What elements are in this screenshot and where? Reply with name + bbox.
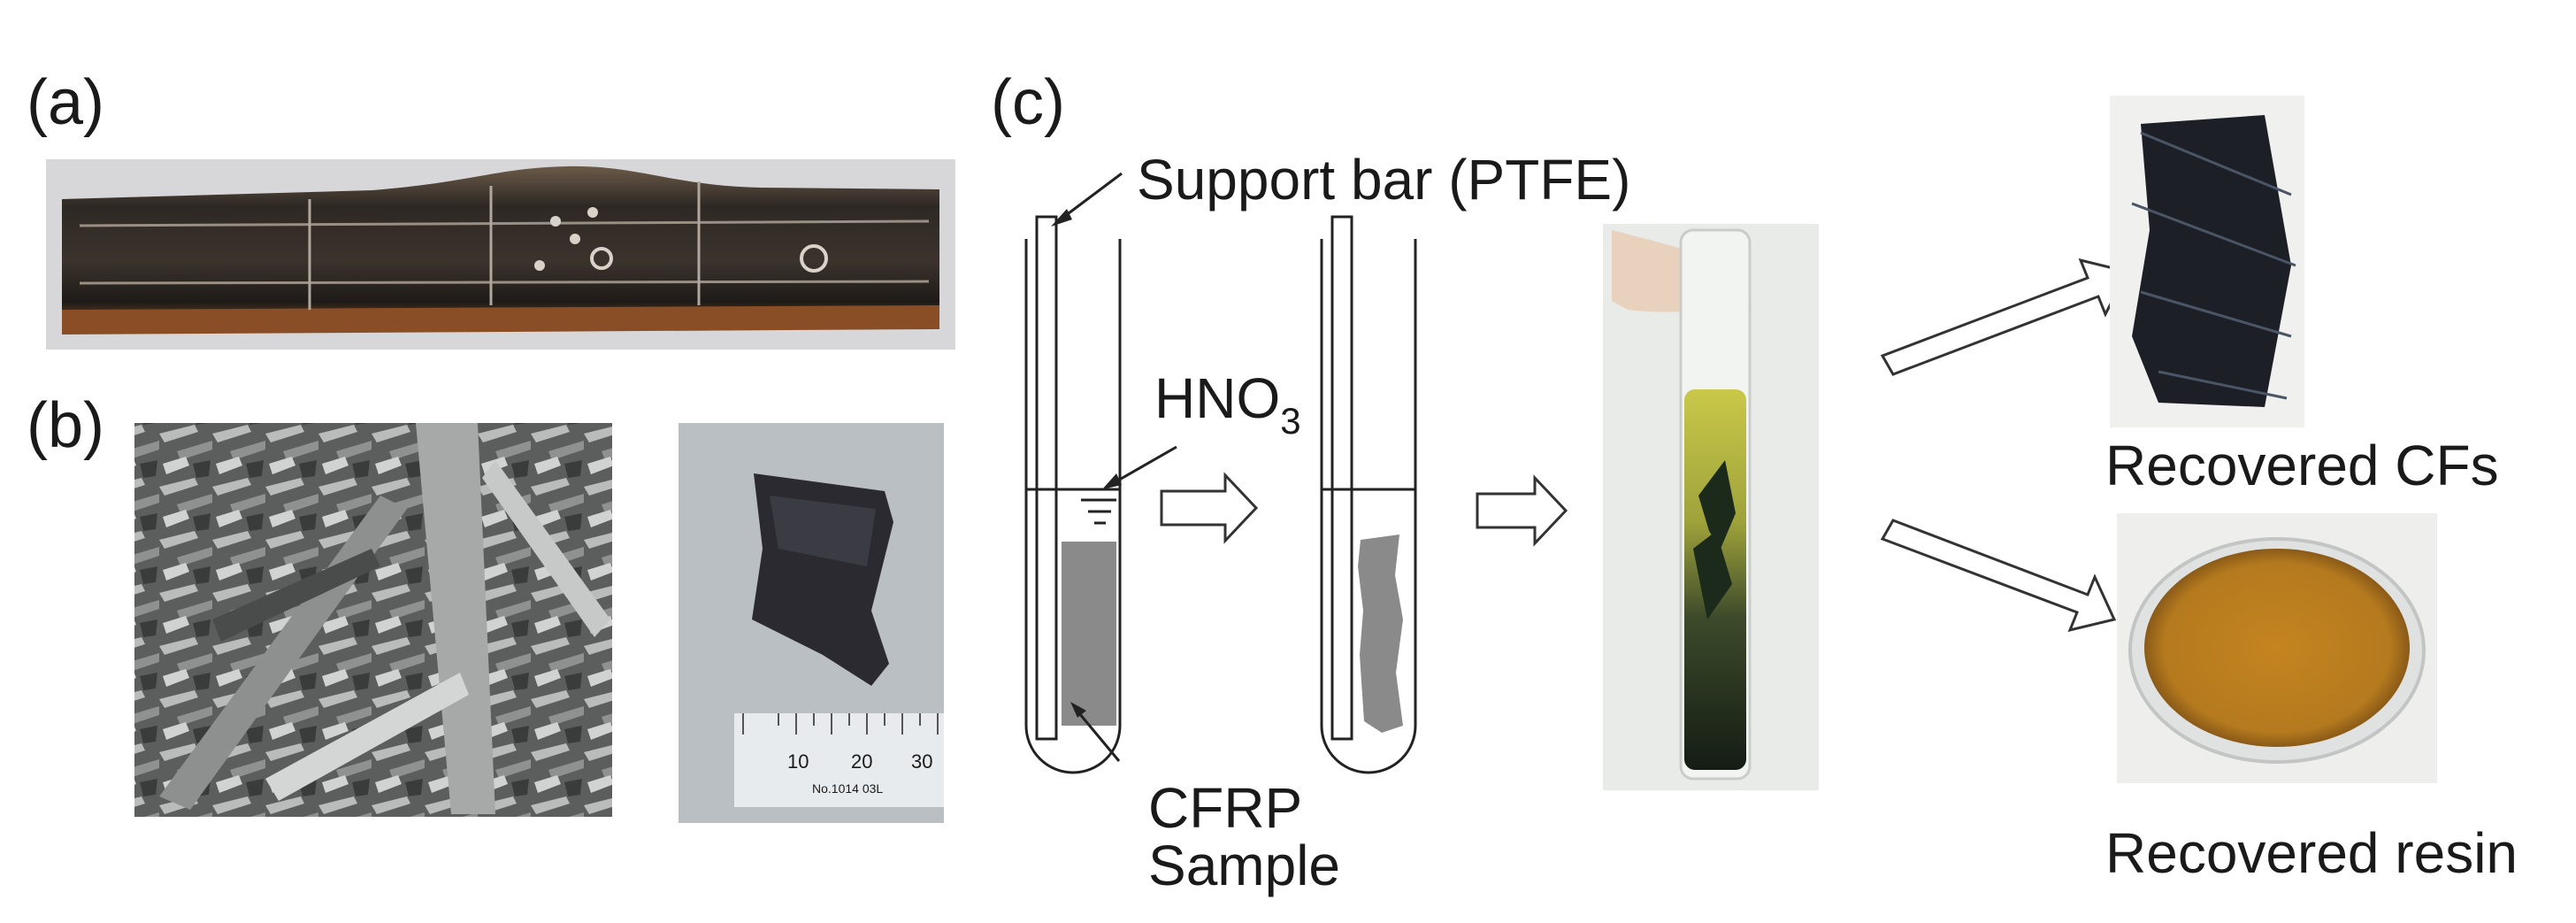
cfrp-piece-with-ruler-photo: 10 20 30 No.1014 03L: [678, 423, 944, 823]
cfrp-sample-label-line2: Sample: [1148, 834, 1340, 897]
leader-support-bar: [1051, 172, 1123, 227]
ruler-tick-30: 30: [911, 750, 932, 773]
test-tube-before: [1024, 215, 1122, 774]
cfrp-sample-rect: [1062, 542, 1116, 726]
panel-label-b: (b): [27, 390, 104, 461]
cfrp-part-photo: [46, 159, 955, 350]
process-arrow-2: [1476, 474, 1568, 547]
cfrp-scrap-photo: [134, 423, 612, 817]
ruler-tick-20: 20: [851, 750, 872, 773]
ruler-tick-10: 10: [787, 750, 809, 773]
ruler-maker-text: No.1014 03L: [812, 781, 883, 796]
hno3-label: HNO3: [1154, 366, 1301, 442]
support-bar-label: Support bar (PTFE): [1137, 148, 1630, 212]
hno3-label-base: HNO: [1154, 366, 1280, 430]
recovered-cfs-label: Recovered CFs: [2105, 434, 2499, 497]
leader-hno3: [1102, 445, 1177, 489]
meniscus-symbol: [1081, 498, 1116, 525]
panel-label-c: (c): [991, 67, 1065, 138]
hno3-label-sub: 3: [1280, 400, 1300, 442]
panel-label-a: (a): [27, 67, 104, 138]
recovered-resin-label: Recovered resin: [2105, 821, 2518, 885]
degraded-sample-shape: [1358, 535, 1403, 733]
process-arrow-1: [1160, 472, 1259, 544]
test-tube-after: [1320, 215, 1417, 774]
arrow-to-fibers: [1880, 258, 2130, 376]
arrow-to-resin: [1880, 519, 2117, 633]
leader-cfrp-sample: [1070, 702, 1121, 762]
recovered-fibers-photo: [2110, 96, 2304, 427]
cfrp-sample-label-line1: CFRP: [1148, 776, 1302, 840]
recovered-resin-photo: [2117, 513, 2437, 783]
reaction-tube-photo: [1603, 224, 1819, 790]
